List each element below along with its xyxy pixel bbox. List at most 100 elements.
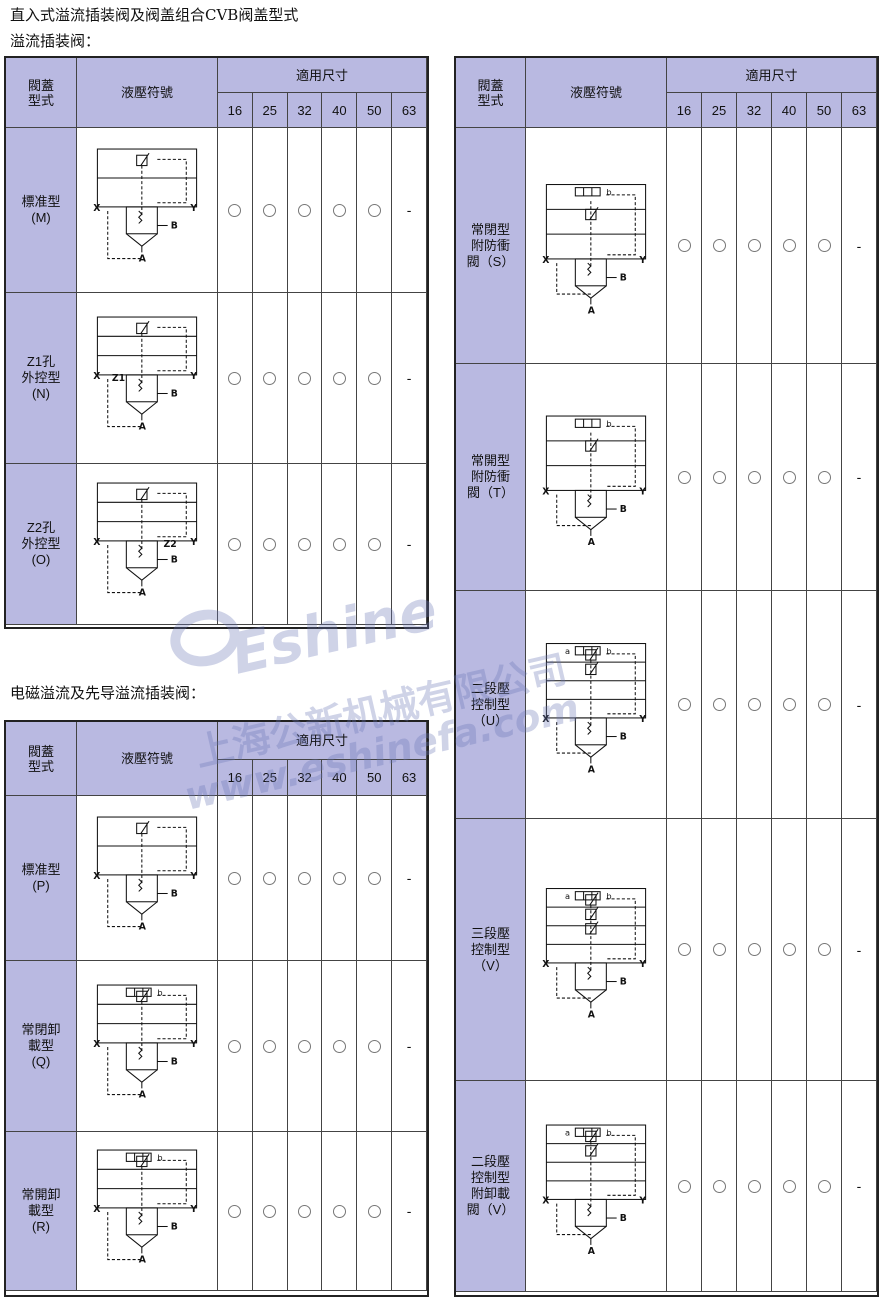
available-circle-icon xyxy=(367,371,381,385)
available-circle-icon xyxy=(367,203,381,217)
header-type-cell: 閥蓋 型式 xyxy=(456,58,526,128)
available-circle-icon xyxy=(782,470,796,484)
available-circle-icon xyxy=(298,1039,312,1053)
unavailable-dash: - xyxy=(856,696,862,713)
available-circle-icon xyxy=(712,470,726,484)
svg-text:B: B xyxy=(620,977,627,988)
valve-type-label: Z1孔 外控型 (N) xyxy=(6,293,77,464)
header-size-32: 32 xyxy=(287,93,323,128)
header-size-50: 50 xyxy=(357,760,393,796)
available-circle-icon xyxy=(263,537,277,551)
available-circle-icon xyxy=(228,1039,242,1053)
svg-text:Y: Y xyxy=(638,714,646,725)
available-circle-icon xyxy=(263,1039,277,1053)
svg-text:b: b xyxy=(606,187,611,197)
svg-text:A: A xyxy=(139,422,147,433)
available-circle-icon xyxy=(332,203,346,217)
svg-text:Y: Y xyxy=(189,1204,197,1215)
availability-cell xyxy=(807,591,842,819)
svg-text:Z1: Z1 xyxy=(112,373,125,384)
available-circle-icon xyxy=(677,943,691,956)
svg-text:Y: Y xyxy=(189,203,197,214)
availability-cell: - xyxy=(392,464,427,625)
availability-cell: - xyxy=(842,364,877,591)
svg-text:Y: Y xyxy=(189,871,197,882)
available-circle-icon xyxy=(367,1204,381,1218)
available-circle-icon xyxy=(817,1179,831,1193)
svg-text:A: A xyxy=(588,765,596,776)
availability-cell xyxy=(218,128,253,293)
available-circle-icon xyxy=(747,698,761,711)
availability-cell xyxy=(357,796,393,961)
header-size-50: 50 xyxy=(807,93,842,128)
available-circle-icon xyxy=(263,371,277,385)
available-circle-icon xyxy=(332,1204,346,1218)
available-circle-icon xyxy=(817,943,831,956)
availability-cell xyxy=(772,128,807,364)
svg-text:A: A xyxy=(588,1010,596,1021)
available-circle-icon xyxy=(747,239,761,252)
unavailable-dash: - xyxy=(856,469,862,485)
available-circle-icon xyxy=(782,1179,796,1193)
valve-type-label: 二段壓 控制型 （U） xyxy=(456,591,526,819)
svg-text:b: b xyxy=(157,987,162,997)
unavailable-dash: - xyxy=(406,202,412,218)
header-size-63: 63 xyxy=(842,93,877,128)
svg-text:Y: Y xyxy=(638,255,646,266)
header-size-40: 40 xyxy=(322,93,358,128)
svg-text:A: A xyxy=(588,1246,596,1257)
availability-cell xyxy=(807,1081,842,1292)
section-heading-solenoid: 电磁溢流及先导溢流插装阀： xyxy=(10,684,206,702)
availability-cell: - xyxy=(392,128,427,293)
header-size-40: 40 xyxy=(772,93,807,128)
svg-text:B: B xyxy=(171,1057,178,1068)
availability-cell xyxy=(737,364,772,591)
availability-cell xyxy=(218,961,253,1132)
availability-cell xyxy=(702,591,737,819)
availability-cell xyxy=(667,128,702,364)
availability-cell xyxy=(772,364,807,591)
svg-text:X: X xyxy=(542,714,549,725)
svg-text:a: a xyxy=(565,1127,570,1137)
svg-text:A: A xyxy=(588,306,596,317)
valve-type-label: 常開型 附防衝 閥（T） xyxy=(456,364,526,591)
available-circle-icon xyxy=(677,470,691,484)
header-size-32: 32 xyxy=(737,93,772,128)
svg-text:b: b xyxy=(606,891,611,901)
svg-text:b: b xyxy=(157,1152,162,1162)
page-title: 直入式溢流插装阀及阀盖组合CVB阀盖型式 xyxy=(10,6,299,24)
header-size-25: 25 xyxy=(702,93,737,128)
svg-text:X: X xyxy=(93,203,100,214)
svg-text:X: X xyxy=(542,1196,549,1207)
header-symbol-cell: 液壓符號 xyxy=(526,58,667,128)
availability-cell: - xyxy=(392,961,427,1132)
header-symbol-cell: 液壓符號 xyxy=(77,58,218,128)
valve-type-label: 二段壓 控制型 附卸載 閥（V） xyxy=(456,1081,526,1292)
svg-text:X: X xyxy=(542,487,549,498)
available-circle-icon xyxy=(747,943,761,956)
header-type-cell: 閥蓋 型式 xyxy=(6,722,77,796)
availability-cell xyxy=(357,961,393,1132)
availability-cell xyxy=(287,128,323,293)
available-circle-icon xyxy=(782,239,796,252)
availability-cell xyxy=(252,128,288,293)
availability-cell xyxy=(322,1132,358,1291)
header-size-16: 16 xyxy=(218,760,253,796)
available-circle-icon xyxy=(747,470,761,484)
svg-text:a: a xyxy=(565,891,570,901)
availability-cell xyxy=(772,819,807,1081)
availability-cell xyxy=(287,464,323,625)
availability-cell xyxy=(772,1081,807,1292)
available-circle-icon xyxy=(782,943,796,956)
available-circle-icon xyxy=(677,239,691,252)
